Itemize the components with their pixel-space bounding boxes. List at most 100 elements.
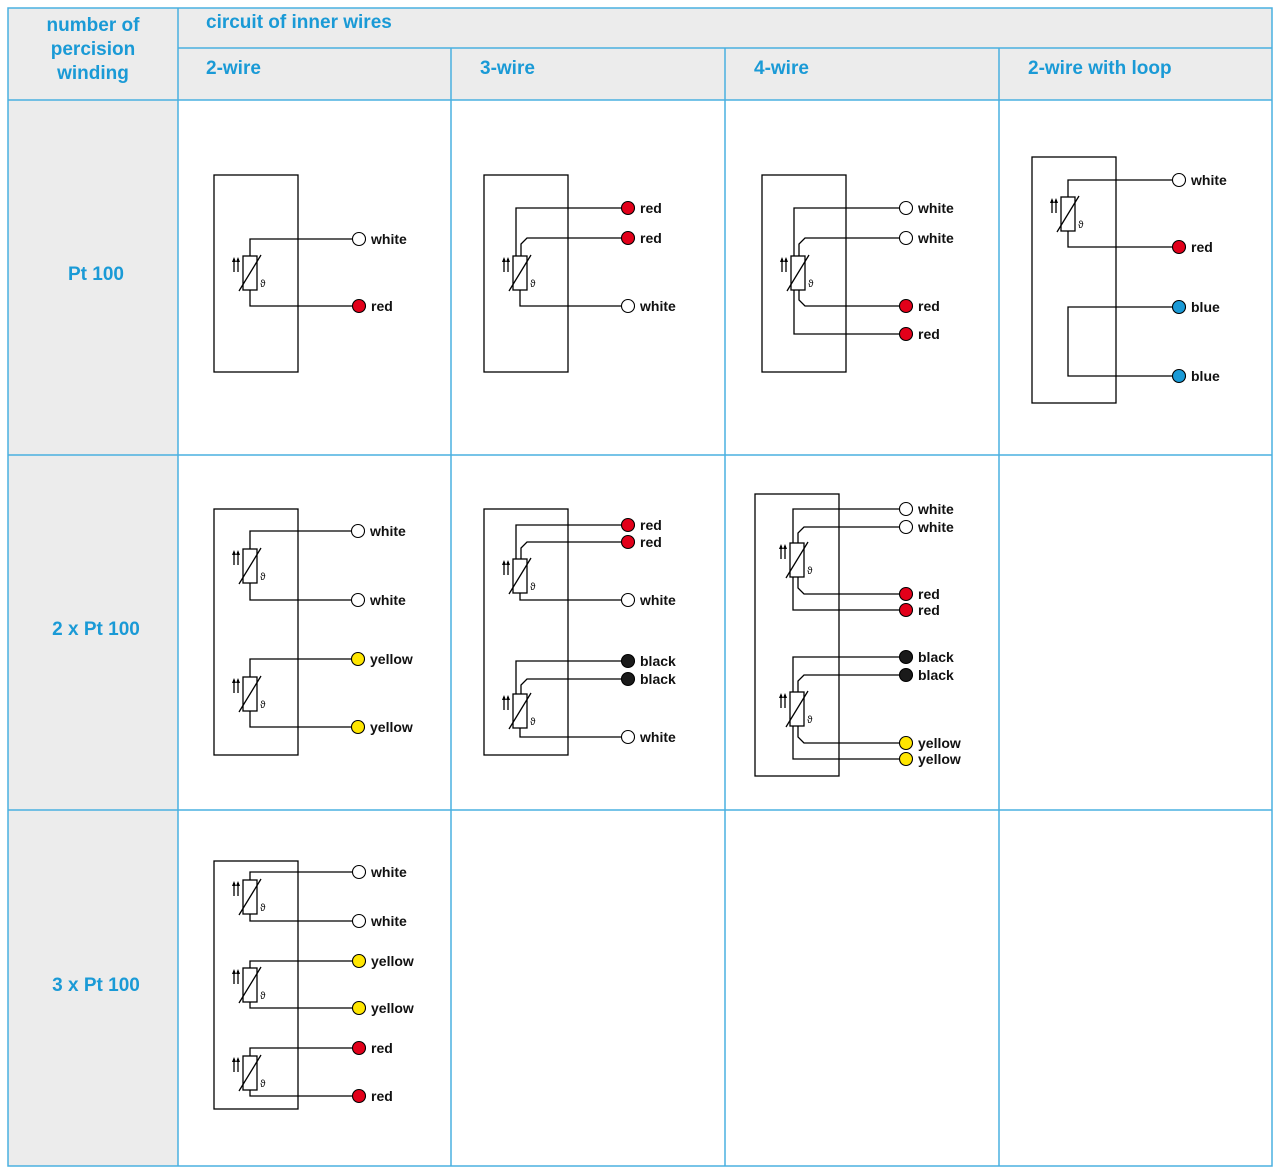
wire-line [249, 914, 359, 922]
arrow-icon [502, 560, 506, 565]
wire-line [1067, 179, 1179, 197]
wire-line [249, 871, 359, 880]
red-terminal-icon [1171, 239, 1187, 255]
wire-color-label: white [369, 592, 406, 608]
wire-color-label: red [640, 517, 662, 533]
row-header-pt100: Pt 100 [68, 264, 124, 285]
wire-line [793, 207, 906, 256]
wire-line [238, 878, 262, 916]
wire-color-label: black [918, 667, 954, 683]
blue-terminal-icon [1171, 299, 1187, 315]
red-terminal-icon [620, 517, 636, 533]
wire-color-label: red [371, 1040, 393, 1056]
sensor-housing [213, 860, 299, 1110]
red-terminal-icon [898, 298, 914, 314]
row-header-3x-pt100: 3 x Pt 100 [52, 975, 140, 996]
red-terminal-icon [898, 326, 914, 342]
wire-line [249, 960, 359, 968]
column-header-2-wire-with-loop: 2-wire with loop [1028, 58, 1172, 79]
wire-line [792, 656, 906, 692]
white-terminal-icon [620, 592, 636, 608]
wire-color-label: white [639, 592, 676, 608]
wire-color-label: yellow [370, 651, 413, 667]
wire-color-label: red [918, 602, 940, 618]
column-header-2-wire: 2-wire [206, 58, 261, 79]
wire-color-label: white [917, 230, 954, 246]
wire-line [797, 526, 906, 543]
sensor-housing [754, 493, 840, 777]
wire-line [249, 530, 358, 549]
wire-color-label: blue [1191, 299, 1220, 315]
wire-color-label: black [640, 671, 676, 687]
wire-line [515, 207, 628, 256]
arrow-icon [236, 550, 240, 555]
yellow-terminal-icon [898, 735, 914, 751]
theta-symbol: ϑ [1078, 220, 1084, 231]
corner-header: number of percision winding [8, 14, 178, 86]
wire-line [519, 728, 628, 738]
wire-line [249, 1002, 359, 1009]
wire-color-label: white [639, 729, 676, 745]
wire-color-label: white [917, 200, 954, 216]
theta-symbol: ϑ [530, 582, 536, 593]
arrow-icon [506, 257, 510, 262]
arrow-icon [232, 969, 236, 974]
theta-symbol: ϑ [530, 279, 536, 290]
wire-line [797, 674, 906, 692]
wire-color-label: red [1191, 239, 1213, 255]
arrow-icon [236, 678, 240, 683]
black-terminal-icon [620, 671, 636, 687]
arrow-icon [506, 560, 510, 565]
wire-line [238, 1054, 262, 1092]
white-terminal-icon [898, 200, 914, 216]
wire-color-label: white [369, 523, 406, 539]
theta-symbol: ϑ [260, 903, 266, 914]
yellow-terminal-icon [351, 1000, 367, 1016]
white-terminal-icon [351, 913, 367, 929]
wire-line [519, 290, 628, 307]
wire-line [249, 290, 359, 307]
wire-color-label: yellow [371, 953, 414, 969]
wire-line [238, 547, 262, 585]
arrow-icon [783, 544, 787, 549]
theta-symbol: ϑ [808, 279, 814, 290]
wire-color-label: white [917, 501, 954, 517]
arrow-icon [784, 257, 788, 262]
black-terminal-icon [898, 649, 914, 665]
yellow-terminal-icon [898, 751, 914, 767]
wire-line [1067, 231, 1179, 248]
wire-line [792, 508, 906, 543]
wire-line [792, 577, 906, 611]
wire-line [249, 1047, 359, 1056]
corner-header-line-1: number of [46, 15, 140, 36]
arrow-icon [236, 257, 240, 262]
arrow-icon [232, 550, 236, 555]
wire-color-label: red [640, 200, 662, 216]
theta-symbol: ϑ [260, 700, 266, 711]
red-terminal-icon [351, 1088, 367, 1104]
corner-header-line-2: percision [50, 39, 136, 60]
wire-color-label: red [640, 230, 662, 246]
arrow-icon [232, 881, 236, 886]
wire-line [515, 524, 628, 559]
wire-line [249, 1090, 359, 1097]
wire-color-label: yellow [371, 1000, 414, 1016]
arrow-icon [232, 678, 236, 683]
wire-color-label: white [639, 298, 676, 314]
table-border [7, 7, 1273, 1167]
row-header-bg [8, 100, 178, 1166]
wire-line [793, 290, 906, 335]
arrow-icon [780, 257, 784, 262]
wire-line [520, 678, 628, 694]
white-terminal-icon [350, 523, 366, 539]
wire-color-label: black [918, 649, 954, 665]
corner-header-line-3: winding [57, 63, 129, 84]
wire-line [792, 726, 906, 760]
red-terminal-icon [351, 298, 367, 314]
wire-line [785, 690, 809, 728]
red-terminal-icon [351, 1040, 367, 1056]
group-header: circuit of inner wires [206, 12, 392, 33]
wire-color-label: white [917, 519, 954, 535]
arrow-icon [502, 695, 506, 700]
